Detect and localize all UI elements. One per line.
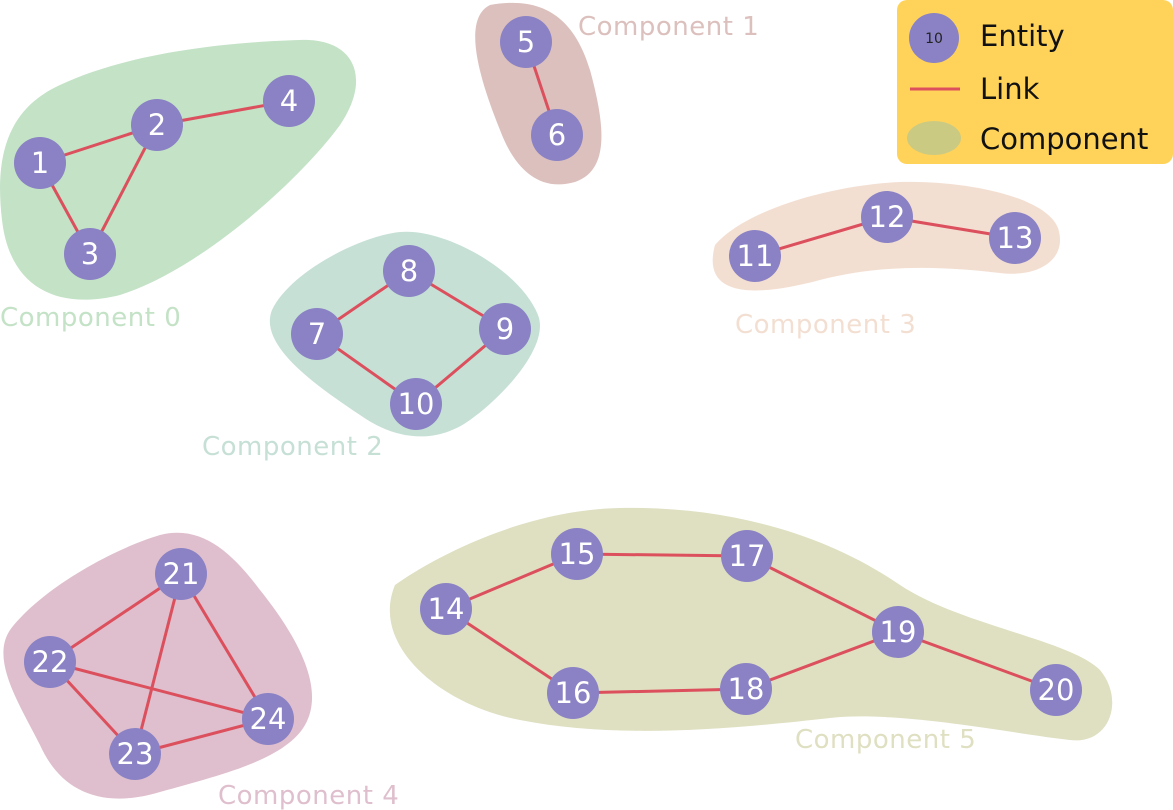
component-label-1: Component 1 bbox=[578, 12, 759, 42]
node-label-8: 8 bbox=[400, 254, 418, 288]
node-5: 5 bbox=[500, 16, 552, 68]
node-label-9: 9 bbox=[496, 312, 514, 346]
component-label-4: Component 4 bbox=[218, 781, 399, 810]
node-15: 15 bbox=[551, 528, 603, 580]
node-label-21: 21 bbox=[163, 557, 200, 591]
link-19-20 bbox=[897, 630, 1057, 692]
node-circle-16 bbox=[547, 667, 599, 719]
node-label-3: 3 bbox=[81, 237, 99, 271]
legend-component-icon bbox=[907, 121, 961, 155]
node-21: 21 bbox=[155, 548, 207, 600]
node-label-2: 2 bbox=[148, 108, 166, 142]
legend: 10 Entity Link Component bbox=[897, 0, 1173, 164]
component-label-3: Component 3 bbox=[735, 310, 916, 340]
node-circle-23 bbox=[109, 728, 161, 780]
component-label-5: Component 5 bbox=[795, 725, 976, 755]
link-16-18 bbox=[572, 687, 747, 695]
link-17-19 bbox=[746, 554, 899, 634]
node-circle-12 bbox=[861, 191, 913, 243]
link-21-23 bbox=[133, 573, 183, 755]
node-circle-19 bbox=[872, 606, 924, 658]
node-circle-14 bbox=[420, 583, 472, 635]
node-label-6: 6 bbox=[548, 118, 566, 152]
node-label-24: 24 bbox=[250, 702, 287, 736]
node-label-5: 5 bbox=[517, 25, 535, 59]
node-22: 22 bbox=[24, 636, 76, 688]
node-17: 17 bbox=[721, 530, 773, 582]
node-circle-17 bbox=[721, 530, 773, 582]
node-label-13: 13 bbox=[997, 221, 1034, 255]
node-circle-1 bbox=[14, 137, 66, 189]
link-22-24 bbox=[49, 660, 269, 721]
node-circle-21 bbox=[155, 548, 207, 600]
node-20: 20 bbox=[1030, 664, 1082, 716]
node-label-17: 17 bbox=[729, 539, 766, 573]
node-label-16: 16 bbox=[555, 676, 592, 710]
node-circle-9 bbox=[479, 303, 531, 355]
node-circle-2 bbox=[131, 99, 183, 151]
node-circle-11 bbox=[729, 230, 781, 282]
legend-component-label: Component bbox=[980, 122, 1148, 156]
node-label-22: 22 bbox=[32, 645, 69, 679]
node-label-1: 1 bbox=[31, 146, 49, 180]
node-label-12: 12 bbox=[869, 200, 906, 234]
node-circle-5 bbox=[500, 16, 552, 68]
legend-entity-number: 10 bbox=[925, 31, 943, 47]
node-16: 16 bbox=[547, 667, 599, 719]
component-labels: Component 0 Component 1 Component 2 Comp… bbox=[0, 12, 976, 810]
node-label-23: 23 bbox=[117, 737, 154, 771]
node-label-19: 19 bbox=[880, 615, 917, 649]
node-label-7: 7 bbox=[308, 317, 326, 351]
link-21-22 bbox=[49, 572, 182, 664]
node-circle-6 bbox=[531, 109, 583, 161]
node-label-4: 4 bbox=[280, 84, 298, 118]
node-circle-15 bbox=[551, 528, 603, 580]
node-circle-4 bbox=[263, 75, 315, 127]
node-label-20: 20 bbox=[1038, 673, 1075, 707]
node-14: 14 bbox=[420, 583, 472, 635]
node-circle-8 bbox=[383, 245, 435, 297]
node-2: 2 bbox=[131, 99, 183, 151]
node-circle-10 bbox=[390, 378, 442, 430]
component-label-0: Component 0 bbox=[0, 303, 181, 333]
legend-entity-label: Entity bbox=[980, 19, 1065, 53]
node-label-10: 10 bbox=[398, 387, 435, 421]
link-18-19 bbox=[745, 630, 899, 691]
node-label-15: 15 bbox=[559, 537, 596, 571]
node-label-18: 18 bbox=[728, 672, 765, 706]
node-circle-13 bbox=[989, 212, 1041, 264]
node-11: 11 bbox=[729, 230, 781, 282]
node-9: 9 bbox=[479, 303, 531, 355]
node-8: 8 bbox=[383, 245, 435, 297]
node-6: 6 bbox=[531, 109, 583, 161]
node-circle-7 bbox=[291, 308, 343, 360]
node-12: 12 bbox=[861, 191, 913, 243]
node-circle-24 bbox=[242, 693, 294, 745]
node-23: 23 bbox=[109, 728, 161, 780]
node-7: 7 bbox=[291, 308, 343, 360]
node-10: 10 bbox=[390, 378, 442, 430]
legend-background bbox=[897, 0, 1173, 164]
node-circle-20 bbox=[1030, 664, 1082, 716]
node-label-14: 14 bbox=[428, 592, 465, 626]
component-label-2: Component 2 bbox=[202, 432, 383, 462]
node-18: 18 bbox=[720, 663, 772, 715]
legend-entity-icon bbox=[909, 13, 959, 63]
node-3: 3 bbox=[64, 228, 116, 280]
legend-link-label: Link bbox=[980, 72, 1040, 106]
node-circle-18 bbox=[720, 663, 772, 715]
node-circle-3 bbox=[64, 228, 116, 280]
node-4: 4 bbox=[263, 75, 315, 127]
node-label-11: 11 bbox=[737, 239, 774, 273]
node-13: 13 bbox=[989, 212, 1041, 264]
node-24: 24 bbox=[242, 693, 294, 745]
component-2-hull bbox=[269, 231, 540, 437]
link-21-24 bbox=[179, 573, 270, 720]
node-19: 19 bbox=[872, 606, 924, 658]
node-circle-22 bbox=[24, 636, 76, 688]
node-1: 1 bbox=[14, 137, 66, 189]
link-15-17 bbox=[576, 552, 748, 558]
